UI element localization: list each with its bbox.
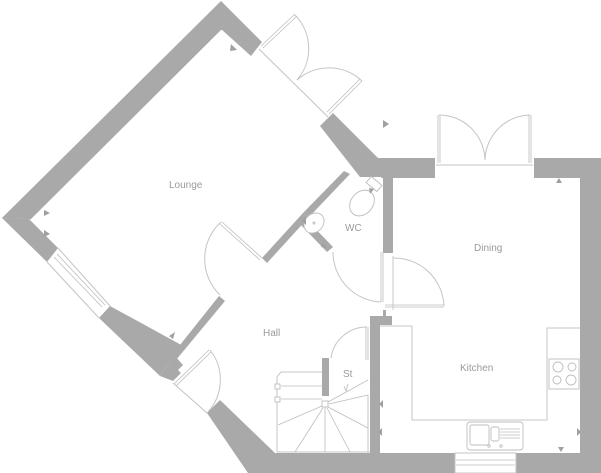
- front-door[interactable]: [172, 349, 221, 414]
- bottom-wall: [207, 400, 601, 473]
- room-label-lounge: Lounge: [169, 180, 203, 191]
- lounge-walls: [2, 1, 382, 381]
- lounge-door[interactable]: [204, 221, 263, 296]
- lounge-hall-partition: [167, 171, 350, 360]
- hall-kitchen-door[interactable]: [385, 256, 445, 310]
- dining-french-doors[interactable]: [436, 114, 533, 166]
- room-label-hall: Hall: [263, 328, 280, 339]
- wc-walls: [298, 158, 435, 253]
- room-label-kitchen: Kitchen: [460, 363, 493, 374]
- staircase: [274, 371, 370, 453]
- store-walls: [322, 336, 374, 396]
- room-label-wc: WC: [345, 223, 362, 234]
- dining-kitchen-walls: [370, 158, 601, 473]
- sink: [466, 421, 524, 451]
- room-labels: Lounge WC Dining Hall St Kitchen: [169, 180, 502, 380]
- room-label-dining: Dining: [474, 243, 502, 254]
- basin: [303, 212, 325, 234]
- room-label-st: St: [343, 369, 353, 380]
- lounge-window: [46, 247, 111, 319]
- kitchen-window: [454, 452, 517, 473]
- lounge-french-doors[interactable]: [258, 13, 363, 118]
- markers: [44, 44, 581, 452]
- kitchen-worktops: [380, 325, 580, 421]
- wc-door[interactable]: [332, 251, 384, 303]
- toilet: [349, 175, 383, 217]
- store-door[interactable]: [330, 326, 369, 360]
